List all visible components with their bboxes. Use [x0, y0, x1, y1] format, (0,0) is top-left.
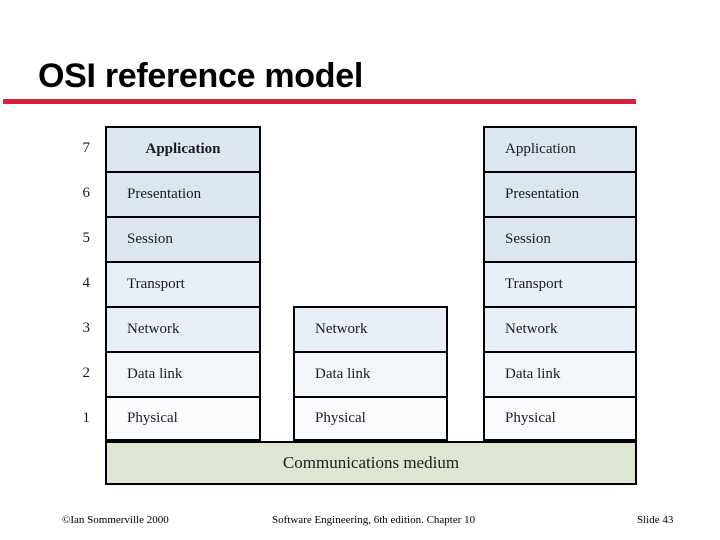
- layer-box-transport: Transport: [483, 261, 637, 306]
- footer-slide-number: Slide 43: [637, 514, 674, 526]
- protocol-stack-left-host: Application Presentation Session Transpo…: [105, 126, 261, 441]
- layer-number: 2: [82, 365, 91, 381]
- layer-number: 6: [82, 185, 91, 201]
- layer-box-physical: Physical: [105, 396, 261, 441]
- layer-box-application: Application: [105, 126, 261, 171]
- layer-box-presentation: Presentation: [483, 171, 637, 216]
- layer-box-data-link: Data link: [483, 351, 637, 396]
- slide-footer: ©Ian Sommerville 2000 Software Engineeri…: [0, 514, 720, 534]
- title-underline-rule: [3, 99, 636, 104]
- layer-box-network: Network: [483, 306, 637, 351]
- layer-box-data-link: Data link: [105, 351, 261, 396]
- layer-box-network: Network: [293, 306, 448, 351]
- communications-medium-bar: Communications medium: [105, 441, 637, 485]
- layer-box-transport: Transport: [105, 261, 261, 306]
- layer-number: 4: [82, 275, 91, 291]
- layer-box-session: Session: [483, 216, 637, 261]
- layer-box-physical: Physical: [293, 396, 448, 441]
- layer-number: 1: [82, 410, 91, 426]
- footer-source: Software Engineering, 6th edition. Chapt…: [272, 514, 476, 526]
- layer-box-session: Session: [105, 216, 261, 261]
- layer-box-network: Network: [105, 306, 261, 351]
- layer-number: 3: [82, 320, 91, 336]
- layer-number: 7: [82, 140, 91, 156]
- layer-number-column: 7 6 5 4 3 2 1: [60, 126, 91, 441]
- layer-box-physical: Physical: [483, 396, 637, 441]
- layer-box-data-link: Data link: [293, 351, 448, 396]
- page-title: OSI reference model: [38, 57, 363, 95]
- protocol-stack-right-host: Application Presentation Session Transpo…: [483, 126, 637, 441]
- protocol-stack-intermediate-node: Network Data link Physical: [293, 306, 448, 441]
- layer-number: 5: [82, 230, 91, 246]
- layer-box-presentation: Presentation: [105, 171, 261, 216]
- footer-copyright: ©Ian Sommerville 2000: [62, 514, 169, 526]
- layer-box-application: Application: [483, 126, 637, 171]
